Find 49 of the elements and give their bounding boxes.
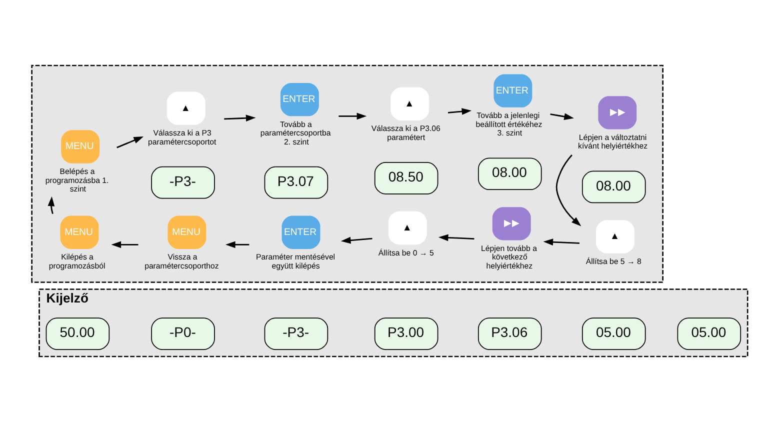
node-box: ENTER (494, 74, 532, 107)
arrow (338, 112, 367, 120)
node-label: Paraméter mentésével együtt kilépés (256, 252, 336, 270)
node-box: 08.50 (374, 162, 438, 194)
node-label: Kilépés a programozásból (48, 252, 106, 270)
node-box: P3.00 (374, 317, 438, 350)
node-label: Tovább a jelenlegi beállított értékéhez 3. szint (476, 110, 542, 138)
arrow (438, 234, 474, 241)
node-box: 08.00 (478, 157, 542, 190)
node-label: Állítsa be 0 → 5 (378, 248, 434, 257)
arrow (543, 238, 580, 246)
arrow (111, 240, 138, 248)
node-box: P3.07 (264, 166, 328, 198)
node-box: 05.00 (582, 317, 646, 350)
node-label: Válassza ki a P3.06 paramétert (371, 124, 440, 142)
node-box: ENTER (280, 82, 319, 116)
node-label: Tovább a paramétercsoportba 2. szint (260, 119, 331, 146)
arrow (48, 196, 55, 214)
arrow (340, 236, 372, 244)
node-box: -P3- (151, 166, 215, 198)
node-box: P3.06 (478, 317, 542, 350)
node-label: Vissza a paramétercsoporthoz (144, 252, 219, 270)
node-box: MENU (168, 215, 206, 249)
node-label: Válassza ki a P3 paramétercsoportot (148, 128, 216, 146)
arrow (226, 240, 250, 248)
cluster (31, 64, 664, 282)
node-box: ▶▶ (598, 96, 637, 129)
node-box: ▶▶ (492, 206, 531, 240)
node-box: ▲ (166, 91, 206, 124)
arrow (550, 112, 574, 120)
arrow (448, 108, 472, 114)
node-label: Lépjen tovább a következő helyiértékhez (481, 243, 537, 270)
node-box: ▲ (388, 210, 427, 244)
arrow (224, 114, 256, 122)
node-box: ENTER (282, 215, 320, 249)
node-box: MENU (60, 215, 99, 249)
node-box: 50.00 (46, 317, 110, 350)
node-box: 08.00 (582, 170, 646, 203)
node-box: -P0- (151, 317, 215, 350)
node-label: Lépjen a változtatni kívánt helyiértékhez (578, 132, 648, 150)
node-box: 05.00 (677, 317, 742, 350)
arrow (556, 154, 582, 226)
node-box: ▲ (596, 220, 634, 253)
arrow (116, 136, 144, 148)
node-box: ▲ (390, 86, 430, 120)
node-label: Állítsa be 5 → 8 (586, 256, 642, 266)
node-box: -P3- (264, 317, 328, 350)
node-label: Belépés a programozásba 1. szint (45, 166, 109, 194)
node-box: MENU (61, 130, 100, 163)
